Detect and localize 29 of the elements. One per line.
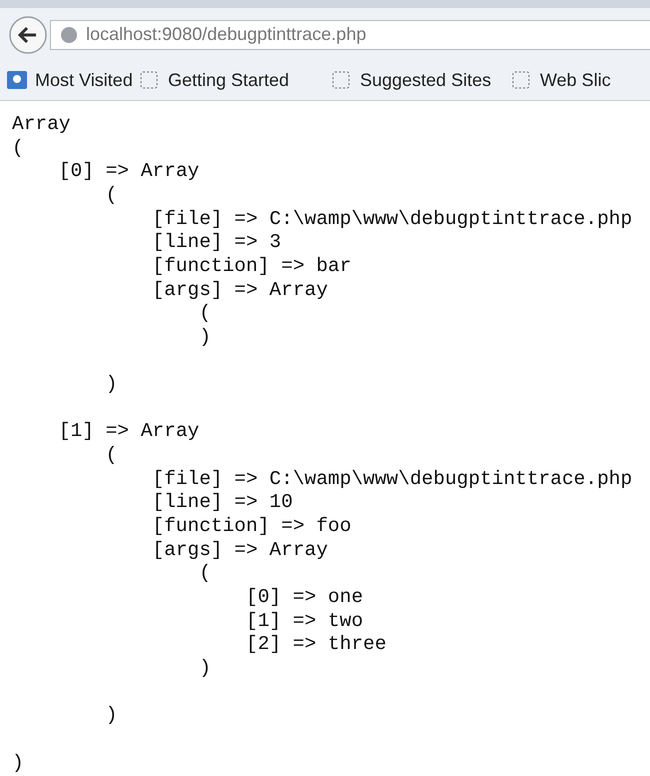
bookmark-link: Web Slic	[540, 70, 611, 91]
output-line: [0] => one	[246, 586, 364, 608]
output-line: [args] => Array	[152, 278, 328, 301]
output-line: [0] => Array	[58, 160, 200, 182]
bookmark-link: Getting Started	[168, 70, 290, 91]
url-text: localhost:9080/debugptinttrace.php	[86, 24, 366, 45]
output-line: (	[199, 562, 211, 584]
output-line: )	[199, 326, 211, 348]
output-line: )	[199, 656, 211, 679]
bookmark-link: Suggested Sites	[360, 70, 492, 91]
output-line: )	[106, 704, 118, 726]
output-line: [1] => two	[246, 610, 364, 632]
output-line: (	[106, 444, 118, 466]
output-line: [2] => three	[246, 633, 386, 656]
output-line: [line] => 10	[152, 491, 293, 514]
output-line: [args] => Array	[152, 538, 328, 561]
output-line: [1] => Array	[58, 420, 200, 442]
output-line: [function] => bar	[152, 254, 352, 277]
output-line: [file] => C:\wamp\www\debugptinttrace.php	[152, 468, 632, 490]
output-line: Array	[12, 113, 71, 135]
output-line: (	[12, 136, 24, 159]
output-line: [file] => C:\wamp\www\debugptinttrace.php	[152, 208, 632, 230]
output-line: (	[199, 302, 211, 324]
output-line: [line] => 3	[152, 231, 282, 254]
bookmark-link: Most Visited	[35, 70, 133, 91]
output-line: (	[106, 184, 118, 206]
output-line: )	[12, 752, 24, 774]
output-line: )	[106, 373, 118, 396]
output-line: [function] => foo	[152, 515, 352, 538]
